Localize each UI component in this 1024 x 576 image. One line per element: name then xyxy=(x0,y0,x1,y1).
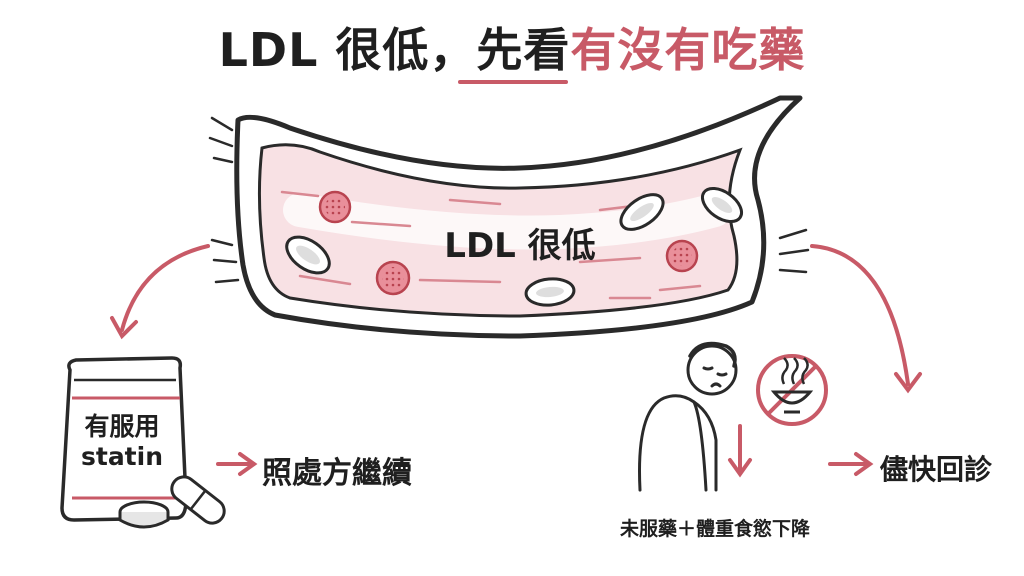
capsule-icon xyxy=(170,475,226,525)
bag-line-statin: statin xyxy=(80,442,164,471)
arrow-to-revisit xyxy=(828,452,874,476)
page-title: LDL 很低，先看有沒有吃藥 xyxy=(0,14,1024,80)
title-accent: 有沒有吃藥 xyxy=(570,23,806,77)
blood-cell xyxy=(700,186,744,224)
medicine-bag-icon xyxy=(60,356,188,522)
arrow-to-continue xyxy=(216,452,258,476)
tired-person-icon xyxy=(638,341,738,492)
blood-cell xyxy=(619,193,665,231)
arrow-left-curve xyxy=(110,244,210,340)
blood-cell xyxy=(285,235,331,275)
no-eating-icon xyxy=(756,354,828,426)
medicine-bag-label: 有服用 statin xyxy=(62,412,182,472)
vessel-label: LDL 很低 xyxy=(444,226,596,266)
title-main: LDL 很低，先看 xyxy=(218,23,571,77)
title-underline xyxy=(458,80,568,84)
arrow-down-weight xyxy=(728,424,752,478)
blood-cells xyxy=(285,186,744,307)
arrow-right-curve xyxy=(810,244,922,394)
continue-prescription-label: 照處方繼續 xyxy=(262,456,412,491)
ldl-particles xyxy=(318,190,699,296)
bag-line-taking: 有服用 xyxy=(84,412,160,441)
revisit-soon-label: 儘快回診 xyxy=(880,453,993,486)
no-medication-condition-label: 未服藥＋體重食慾下降 xyxy=(619,518,810,540)
pill-icon xyxy=(118,500,170,529)
blood-cell xyxy=(524,277,576,307)
